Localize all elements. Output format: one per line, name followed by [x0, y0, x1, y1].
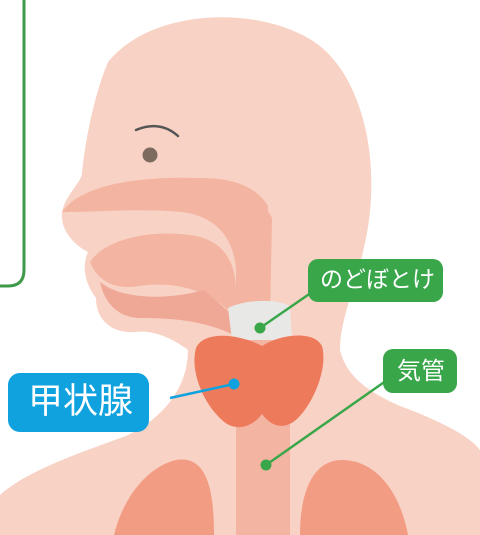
eye-icon [143, 148, 158, 163]
marker-dot-kikan [261, 460, 272, 471]
label-trachea: 気管 [383, 349, 457, 393]
label-thyroid: 甲状腺 [8, 373, 149, 432]
frame-border [0, 0, 24, 286]
label-adams-apple: のどぼとけ [308, 259, 443, 302]
marker-dot-koujousen [229, 379, 240, 390]
marker-dot-nodobotoke [255, 323, 266, 334]
adams-apple-cartilage [228, 301, 292, 340]
